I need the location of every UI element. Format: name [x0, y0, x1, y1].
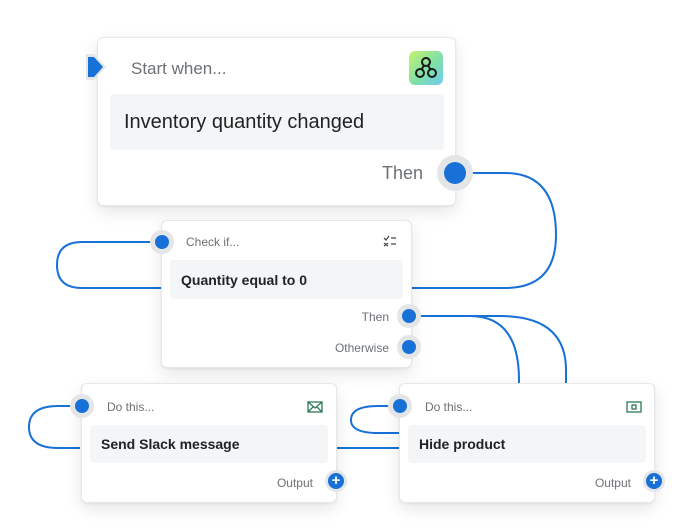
action-body-slack: Send Slack message	[90, 425, 328, 463]
condition-header: Check if...	[186, 235, 240, 249]
action-body-hide-product: Hide product	[408, 425, 646, 463]
action-card-slack[interactable]: Do this... Send Slack message Output	[81, 383, 337, 503]
condition-expression: Quantity equal to 0	[181, 271, 308, 288]
action-title-slack: Send Slack message	[101, 436, 240, 452]
action-header: Do this...	[425, 400, 473, 414]
trigger-card[interactable]: Start when... Inventory quantity changed…	[97, 37, 456, 206]
slack-add-output-button[interactable]: +	[325, 470, 347, 492]
plus-icon: +	[646, 473, 662, 489]
trigger-event: Inventory quantity changed	[124, 110, 365, 133]
trigger-then-label: Then	[382, 163, 424, 183]
plus-icon: +	[328, 473, 344, 489]
hide-product-input-port[interactable]	[388, 394, 412, 418]
trigger-then-port[interactable]	[437, 155, 473, 191]
trigger-input-tab	[86, 54, 106, 80]
condition-card[interactable]: Check if... Quantity equal to 0 Then Oth…	[161, 220, 412, 368]
condition-otherwise-port[interactable]	[397, 335, 421, 359]
checklist-icon	[383, 235, 396, 247]
condition-input-port[interactable]	[150, 230, 174, 254]
slack-input-port[interactable]	[70, 394, 94, 418]
condition-then-label: Then	[361, 310, 389, 324]
action-card-hide-product[interactable]: Do this... Hide product Output	[399, 383, 655, 503]
action-output-label-slack: Output	[276, 476, 313, 490]
action-output-label-hide-product: Output	[594, 476, 631, 490]
cash-icon	[626, 401, 642, 413]
trigger-header: Start when...	[131, 59, 227, 78]
trigger-body: Inventory quantity changed	[110, 94, 444, 150]
mail-icon	[307, 401, 323, 413]
hide-product-add-output-button[interactable]: +	[643, 470, 665, 492]
condition-then-port[interactable]	[397, 304, 421, 328]
action-title-hide-product: Hide product	[419, 436, 506, 452]
action-header: Do this...	[107, 400, 155, 414]
condition-body: Quantity equal to 0	[170, 260, 403, 299]
condition-otherwise-label: Otherwise	[334, 341, 389, 355]
flow-app-icon	[409, 51, 443, 85]
wire-then-branch	[409, 315, 567, 384]
